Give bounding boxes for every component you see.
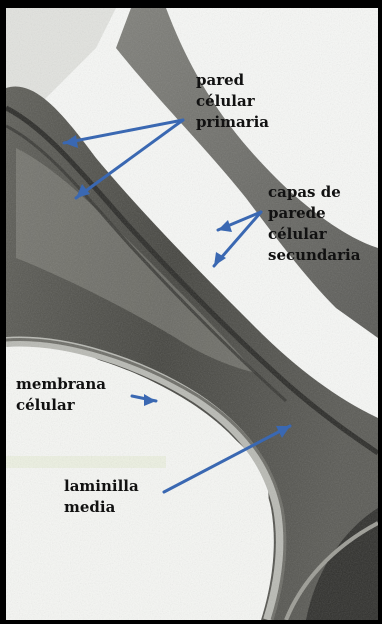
label-line: célular (16, 395, 106, 416)
label-membrana-celular: membrana célular (16, 374, 106, 416)
label-pared-celular-primaria: pared célular primaria (196, 70, 269, 133)
label-line: membrana (16, 374, 106, 395)
label-line: célular (196, 91, 269, 112)
label-laminilla-media: laminilla media (64, 476, 139, 518)
label-line: capas de (268, 182, 360, 203)
label-line: célular (268, 224, 360, 245)
label-line: laminilla (64, 476, 139, 497)
micrograph-drawing (6, 8, 378, 620)
label-line: parede (268, 203, 360, 224)
label-capas-pared-secundaria: capas de parede célular secundaria (268, 182, 360, 266)
label-line: media (64, 497, 139, 518)
label-line: pared (196, 70, 269, 91)
label-line: secundaria (268, 245, 360, 266)
label-line: primaria (196, 112, 269, 133)
grain-texture (6, 8, 378, 620)
cell-wall-micrograph: pared célular primaria capas de parede c… (6, 8, 378, 620)
